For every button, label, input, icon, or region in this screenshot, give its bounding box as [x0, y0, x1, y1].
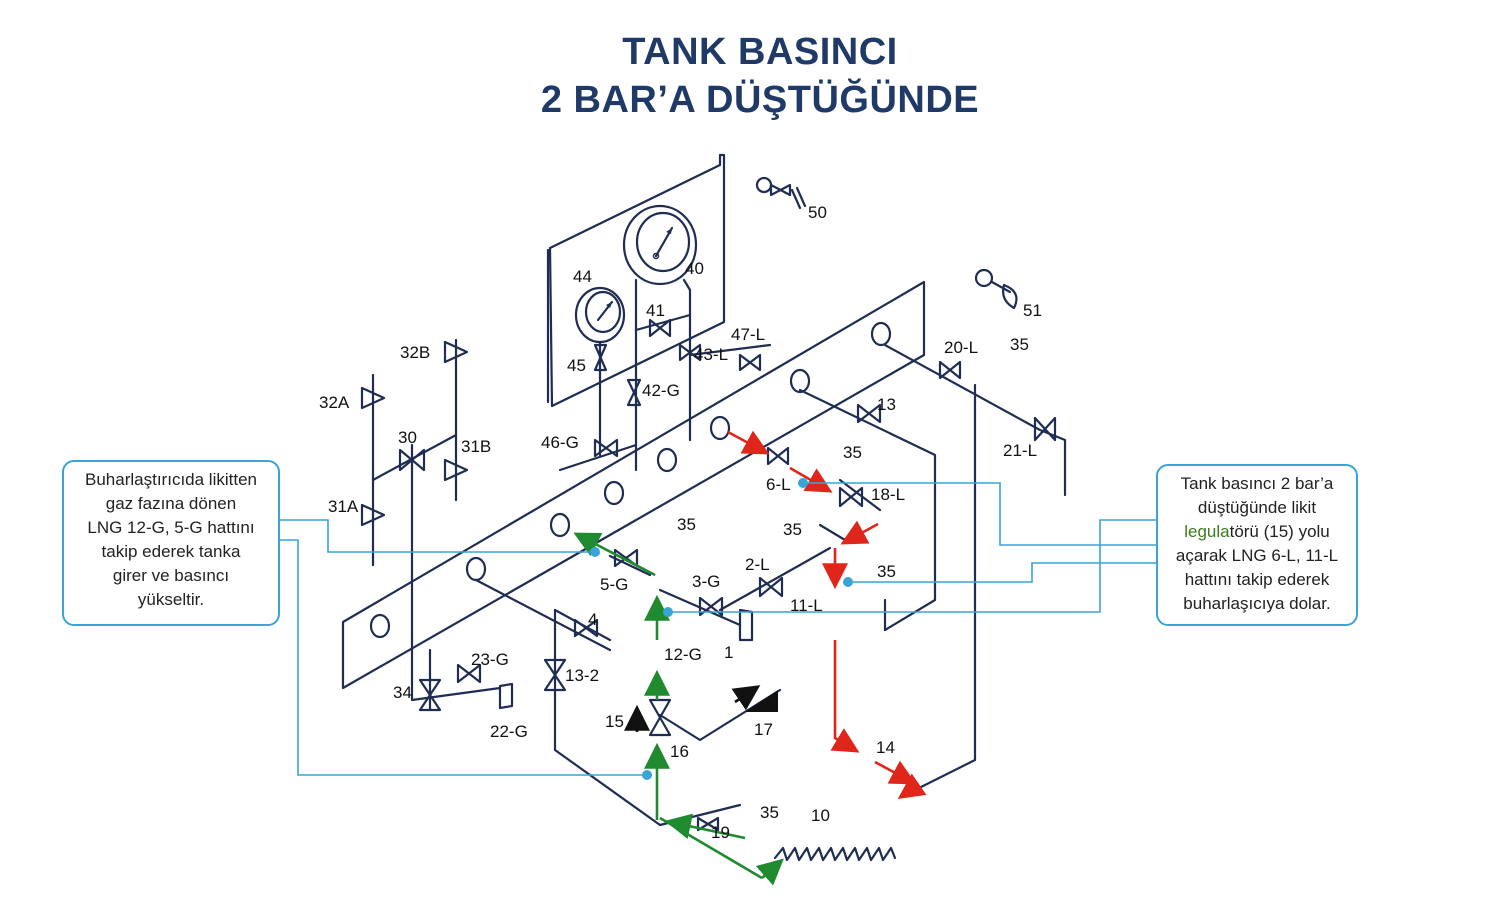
title-line-1: TANK BASINCI — [622, 31, 898, 73]
label-35c: 35 — [783, 520, 802, 539]
callout-liquid-path: Tank basıncı 2 bar’a düştüğünde likit le… — [1156, 464, 1358, 626]
label-31A: 31A — [328, 497, 359, 516]
callout-right-line-6: buharlaşıcıya dolar. — [1183, 594, 1331, 613]
label-47L: 47-L — [731, 325, 765, 344]
label-11L: 11-L — [790, 596, 823, 615]
label-6L: 6-L — [766, 475, 791, 494]
title-line-2: 2 BAR’A DÜŞTÜĞÜNDE — [540, 79, 980, 121]
component-labels: 50 51 44 40 41 45 47-L 43-L 42-G 32B 32A… — [319, 203, 1042, 842]
label-51: 51 — [1023, 301, 1042, 320]
label-13: 13 — [877, 395, 896, 414]
instrument-51 — [974, 268, 1018, 310]
label-12G: 12-G — [664, 645, 702, 664]
callout-right-line-3-rest: törü (15) yolu — [1229, 522, 1330, 541]
label-30: 30 — [398, 428, 417, 447]
instrument-50 — [755, 176, 807, 210]
label-46G: 46-G — [541, 433, 579, 452]
callout-left-line-3: LNG 12-G, 5-G hattını — [87, 518, 255, 537]
label-20L: 20-L — [944, 338, 978, 357]
label-2L: 2-L — [745, 555, 770, 574]
callout-left-line-1: Buharlaştırıcıda likitten — [85, 470, 257, 489]
gas-flow-path — [573, 532, 784, 886]
label-32B: 32B — [400, 343, 430, 362]
callout-left-line-5: girer ve basıncı — [112, 566, 230, 585]
vaporizer-coil-10 — [773, 846, 897, 862]
valve-symbols — [418, 318, 1057, 832]
gauge-panel — [546, 153, 726, 408]
piping-network — [410, 343, 1067, 827]
label-42G: 42-G — [642, 381, 680, 400]
label-32A: 32A — [319, 393, 350, 412]
callout-right-highlight: legula — [1184, 522, 1230, 541]
label-44: 44 — [573, 267, 592, 286]
label-41: 41 — [646, 301, 665, 320]
label-18L: 18-L — [871, 485, 905, 504]
label-16: 16 — [670, 742, 689, 761]
label-43L: 43-L — [694, 345, 728, 364]
label-14: 14 — [876, 738, 895, 757]
label-22G: 22-G — [490, 722, 528, 741]
label-31B: 31B — [461, 437, 491, 456]
label-50: 50 — [808, 203, 827, 222]
label-19: 19 — [711, 823, 730, 842]
label-35e: 35 — [877, 562, 896, 581]
tank-flange-plate — [341, 280, 926, 690]
valve-17 — [745, 690, 778, 712]
pressure-gauge-44 — [574, 286, 626, 344]
page-title: TANK BASINCI 2 BAR’A DÜŞTÜĞÜNDE — [350, 28, 1170, 124]
callout-leaders — [280, 478, 1156, 780]
callout-right-line-2: düştüğünde likit — [1197, 498, 1317, 517]
label-35b: 35 — [843, 443, 862, 462]
label-45: 45 — [567, 356, 586, 375]
label-34: 34 — [393, 683, 412, 702]
label-10: 10 — [811, 806, 830, 825]
callout-right-line-1: Tank basıncı 2 bar’a — [1180, 474, 1334, 493]
callout-left-line-2: gaz fazına dönen — [105, 494, 237, 513]
label-35f: 35 — [760, 803, 779, 822]
label-15: 15 — [605, 712, 624, 731]
label-1: 1 — [724, 643, 733, 662]
label-13-2: 13-2 — [565, 666, 599, 685]
label-35d: 35 — [677, 515, 696, 534]
gauge-lines — [558, 278, 772, 472]
pressure-gauge-40 — [622, 204, 698, 286]
relief-valve-rack — [360, 338, 469, 642]
callout-left-line-4: takip ederek tanka — [101, 542, 241, 561]
callout-gas-path: Buharlaştırıcıda likitten gaz fazına dön… — [62, 460, 280, 626]
callout-right-line-3: legulatörü (15) yolu — [1164, 520, 1350, 544]
label-21L: 21-L — [1003, 441, 1037, 460]
callout-right-line-5: hattını takip ederek — [1184, 570, 1330, 589]
label-35a: 35 — [1010, 335, 1029, 354]
label-23G: 23-G — [471, 650, 509, 669]
callout-left-line-6: yükseltir. — [137, 590, 205, 609]
callout-right-line-4: açarak LNG 6-L, 11-L — [1175, 546, 1339, 565]
label-17: 17 — [754, 720, 773, 739]
arrow-17 — [731, 685, 761, 711]
label-3G: 3-G — [692, 572, 720, 591]
label-4: 4 — [588, 610, 597, 629]
label-5G: 5-G — [600, 575, 628, 594]
label-40: 40 — [685, 259, 704, 278]
liquid-flow-path — [727, 430, 927, 799]
